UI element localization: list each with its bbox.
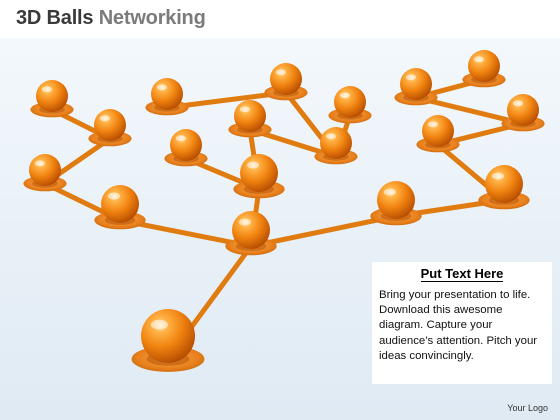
ball xyxy=(270,63,302,95)
ball-highlight xyxy=(41,86,52,93)
ball-node-left-2 xyxy=(23,154,67,192)
ball-node-mid-3 xyxy=(228,100,272,138)
ball xyxy=(468,50,500,82)
ball xyxy=(36,80,68,112)
ball-highlight xyxy=(107,192,120,200)
connector-right-4-right-5 xyxy=(413,95,526,127)
ball-highlight xyxy=(175,135,187,142)
panel-heading: Put Text Here xyxy=(372,266,552,282)
ball xyxy=(94,109,126,141)
ball-node-mid-6 xyxy=(264,63,308,101)
title-main: 3D Balls xyxy=(16,7,94,29)
ball-highlight xyxy=(246,161,259,169)
ball-highlight xyxy=(325,133,336,140)
ball xyxy=(234,100,266,132)
ball-highlight xyxy=(150,319,168,330)
ball-node-right-5 xyxy=(394,68,438,106)
ball xyxy=(507,94,539,126)
ball-highlight xyxy=(238,218,251,226)
logo-text: Your Logo xyxy=(507,403,548,413)
ball xyxy=(232,211,270,249)
ball xyxy=(485,165,523,203)
title-sub: Networking xyxy=(98,7,206,29)
ball-highlight xyxy=(473,56,484,63)
ball-node-left-3 xyxy=(88,109,132,147)
ball-node-mid-2 xyxy=(164,129,208,167)
ball-node-mid-4 xyxy=(314,127,358,165)
ball-node-mid-5 xyxy=(328,86,372,124)
node-layer xyxy=(23,50,545,372)
ball-node-right-6 xyxy=(462,50,506,88)
connector-hub-right-1 xyxy=(248,213,399,249)
ball-highlight xyxy=(275,69,286,76)
ball-highlight xyxy=(383,188,397,196)
ball-highlight xyxy=(491,172,505,180)
ball xyxy=(29,154,61,186)
ball xyxy=(320,127,352,159)
page-title: 3D Balls Networking xyxy=(16,7,206,30)
text-panel: Put Text Here Bring your presentation to… xyxy=(372,262,552,384)
ball-highlight xyxy=(239,106,251,113)
panel-heading-text: Put Text Here xyxy=(420,266,504,282)
ball-node-hub xyxy=(225,211,277,256)
ball xyxy=(170,129,202,161)
ball-highlight xyxy=(427,121,438,128)
ball xyxy=(377,181,415,219)
ball xyxy=(151,78,183,110)
ball-node-mid-7 xyxy=(145,78,189,116)
ball xyxy=(101,185,139,223)
ball-highlight xyxy=(339,92,350,99)
ball-node-right-3 xyxy=(416,115,460,153)
title-bar: 3D Balls Networking xyxy=(0,0,560,38)
network-diagram xyxy=(23,50,545,372)
ball-highlight xyxy=(512,100,523,107)
ball-highlight xyxy=(34,160,45,167)
ball-node-left-4 xyxy=(30,80,74,118)
diagram-stage xyxy=(0,36,560,420)
ball-highlight xyxy=(405,74,416,81)
ball-node-right-4 xyxy=(501,94,545,132)
ball-node-root xyxy=(131,309,205,372)
ball-node-left-1 xyxy=(94,185,146,230)
ball xyxy=(422,115,454,147)
panel-body: Bring your presentation to life. Downloa… xyxy=(379,289,538,362)
ball-node-right-2 xyxy=(478,165,530,210)
ball-node-right-1 xyxy=(370,181,422,226)
ball xyxy=(334,86,366,118)
ball-highlight xyxy=(156,84,168,91)
ball-highlight xyxy=(99,115,110,122)
ball xyxy=(141,309,195,363)
ball xyxy=(400,68,432,100)
ball xyxy=(240,154,278,192)
ball-node-mid-1 xyxy=(233,154,285,199)
